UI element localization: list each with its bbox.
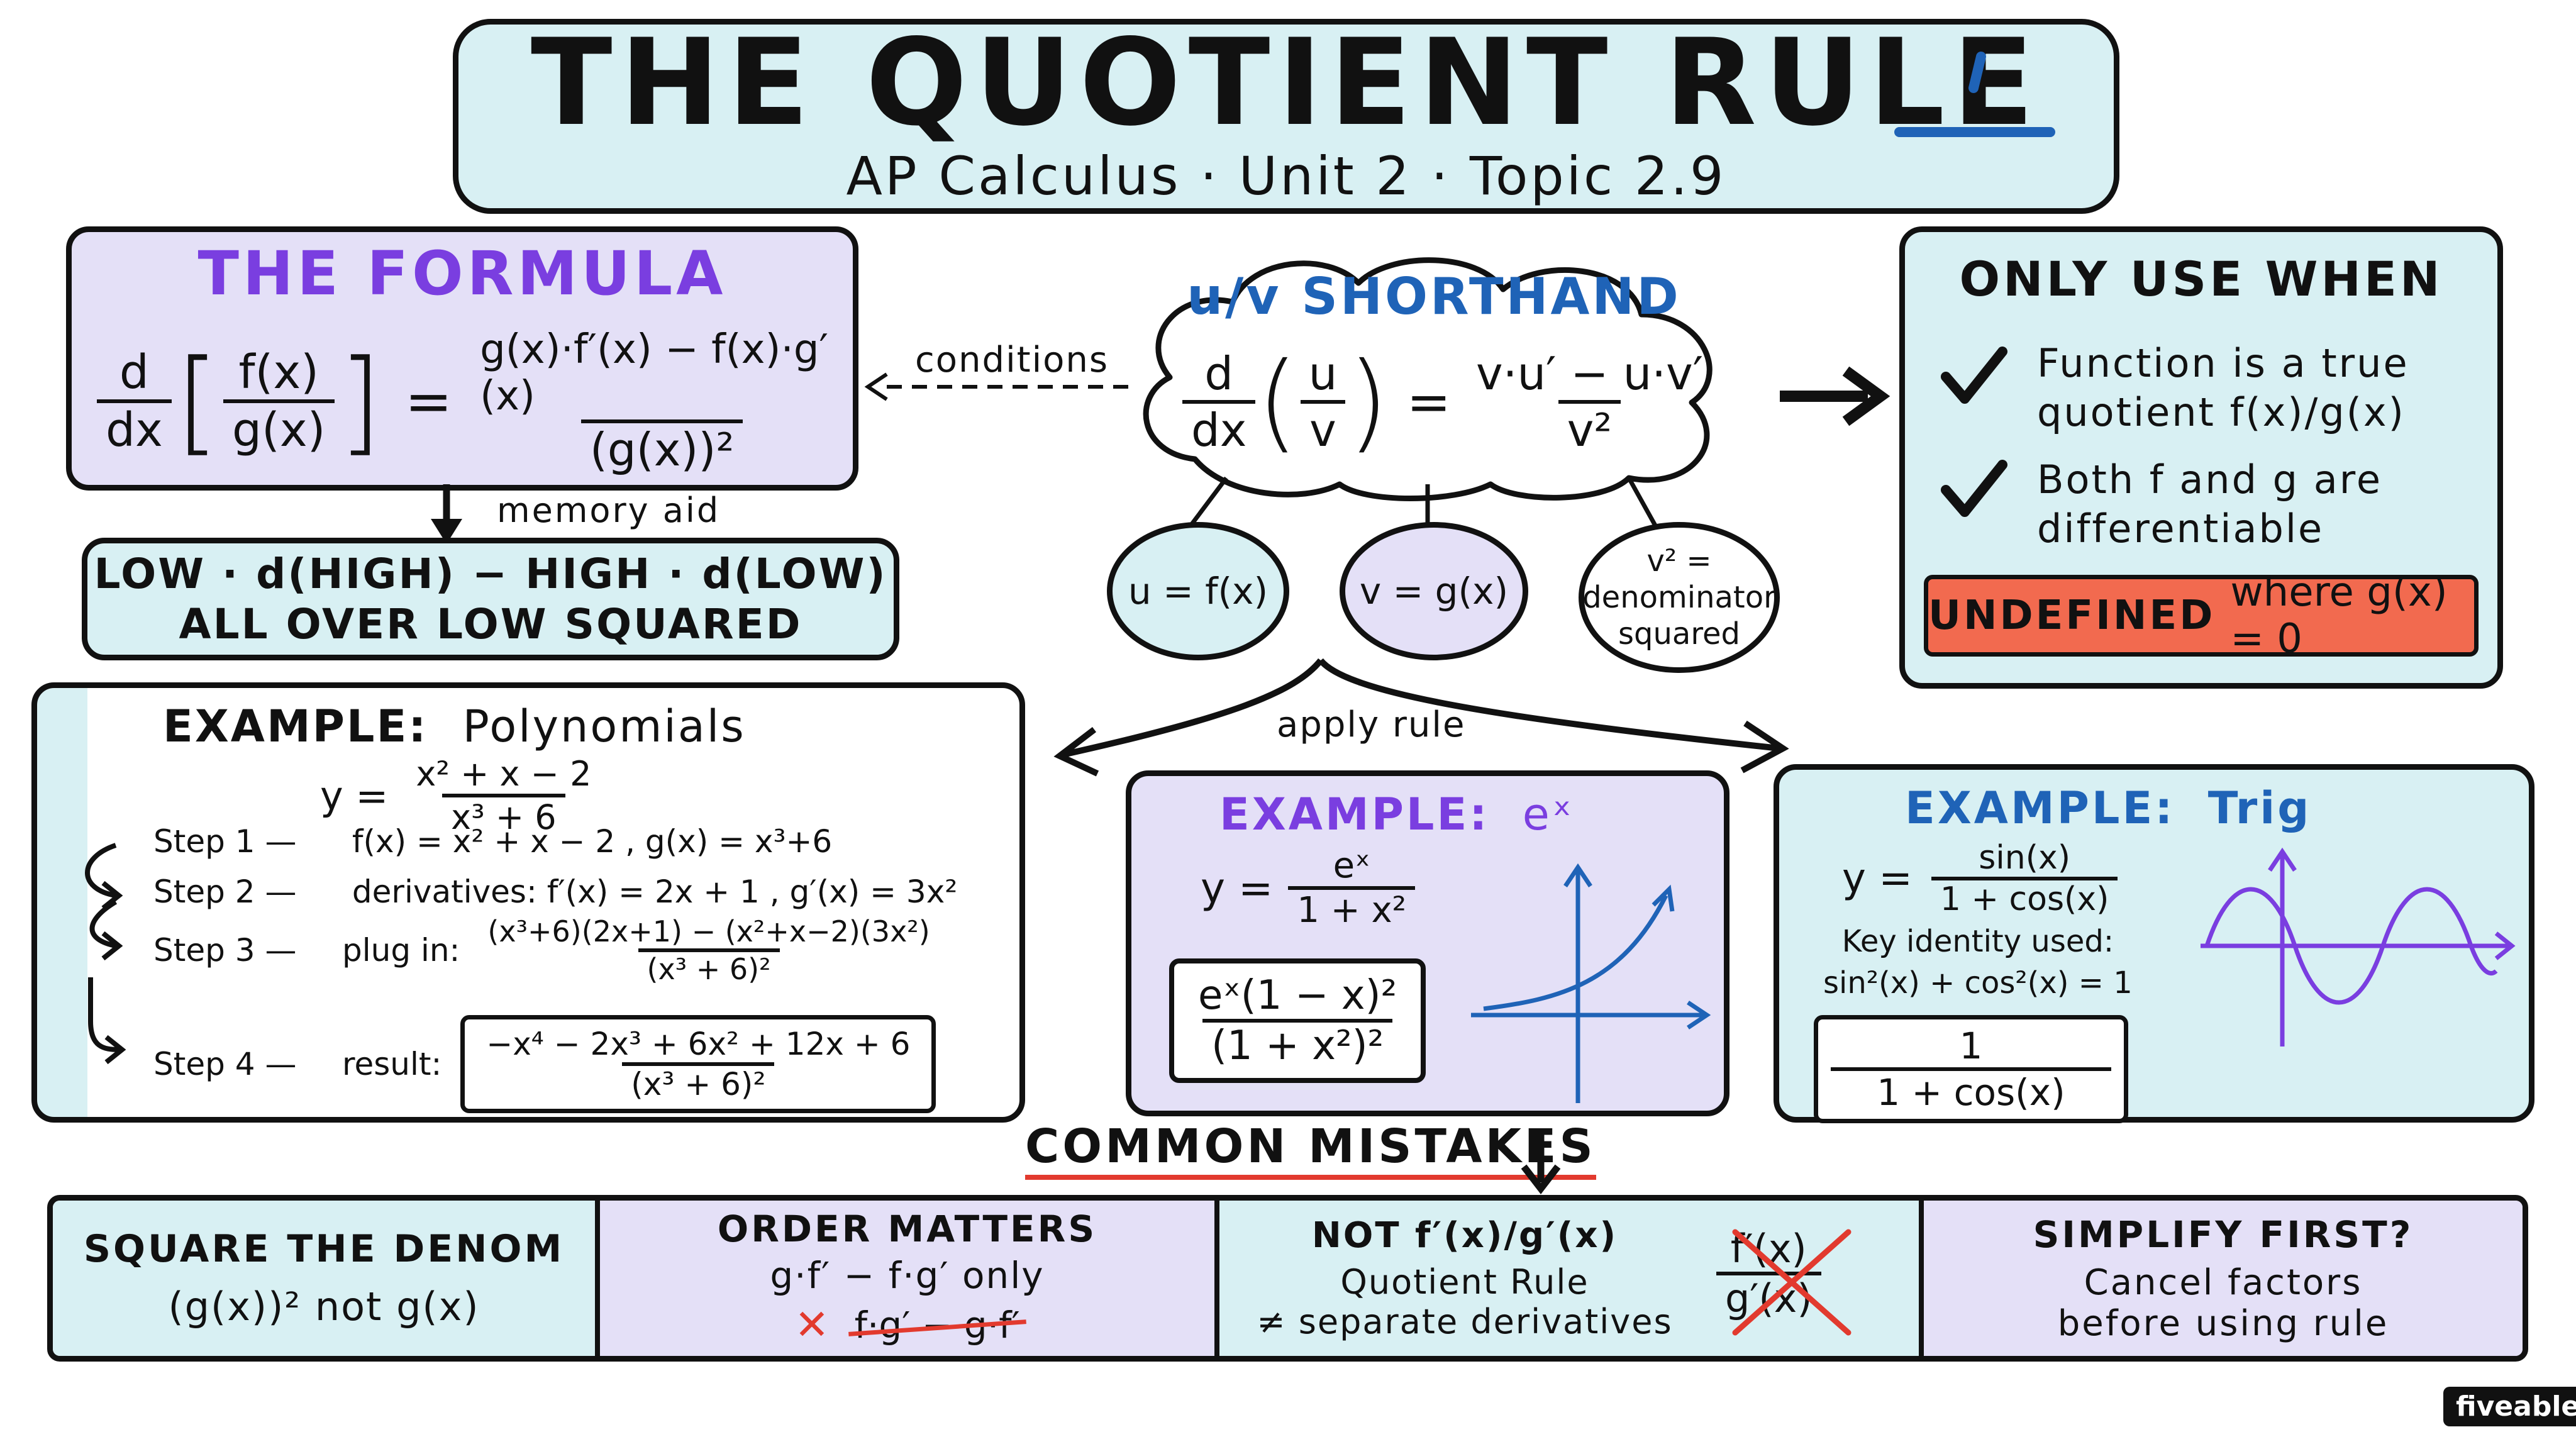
shorthand-formula: d dx ( u v ) = v·u′ − u·v′ v² — [1182, 340, 1712, 464]
mistake-not-separate: NOT f′(x)/g′(x) Quotient Rule ≠ separate… — [1219, 1201, 1924, 1356]
bubble-u: u = f(x) — [1107, 522, 1289, 660]
formula-title: THE FORMULA — [197, 238, 727, 309]
exp-title: EXAMPLE: eˣ — [1219, 789, 1574, 840]
poly-step-2: Step 2 — derivatives: f′(x) = 2x + 1 , g… — [153, 874, 958, 910]
mistake-order-matters: ORDER MATTERS g·f′ − f·g′ only ✕ f·g′ − … — [600, 1201, 1219, 1356]
mistakes-strip: SQUARE THE DENOM (g(x))² not g(x) ORDER … — [47, 1195, 2528, 1362]
bubble-v-squared: v² = denominator squared — [1579, 522, 1780, 673]
header-banner: THE QUOTIENT RULE AP Calculus · Unit 2 ·… — [453, 19, 2119, 214]
bubble-v: v = g(x) — [1340, 522, 1528, 660]
close-paren: ) — [1347, 340, 1389, 464]
poly-function: y = x² + x − 2 x³ + 6 — [320, 754, 592, 837]
wrong-order-expression: f·g′ − g·f′ — [854, 1303, 1020, 1346]
quotient-formula: d dx [ f(x) g(x) ] = g(x)·f′(x) − f(x)·g… — [97, 326, 853, 476]
only-use-title: ONLY USE WHEN — [1959, 251, 2443, 307]
shorthand-rhs: v·u′ − u·v′ v² — [1476, 347, 1704, 457]
only-use-card: ONLY USE WHEN Function is a true quotien… — [1899, 226, 2503, 689]
poly-step-1: Step 1 — f(x) = x² + x − 2 , g(x) = x³+6 — [153, 823, 833, 860]
undefined-warning: UNDEFINED where g(x) = 0 — [1924, 569, 2479, 662]
formula-equals: = — [404, 368, 453, 435]
crossed-out-fraction: f′(x) g′(x) — [1716, 1226, 1821, 1321]
shorthand-cloud — [1143, 257, 1713, 501]
fiveable-logo: fiveable — [2443, 1387, 2576, 1426]
red-cross-icon — [1732, 1229, 1852, 1336]
memory-aid-label: memory aid — [497, 491, 721, 530]
shorthand-d-dx: d dx — [1182, 347, 1256, 457]
trig-identity: Key identity used: sin²(x) + cos²(x) = 1 — [1823, 924, 2133, 1001]
open-paren: ( — [1257, 340, 1299, 464]
shorthand-uv: u v — [1300, 347, 1346, 457]
right-bracket: ] — [338, 335, 382, 467]
right-arrow-icon — [1780, 366, 1890, 426]
shorthand-title: u/v SHORTHAND — [1187, 267, 1681, 326]
check-1-text: Function is a true quotient f(x)/g(x) — [2037, 340, 2409, 435]
poly-step-3: Step 3 — plug in: (x³+6)(2x+1) − (x²+x−2… — [153, 914, 930, 986]
sine-wave-graph-icon — [2201, 847, 2516, 1046]
conditions-arrow — [864, 372, 1132, 401]
formula-rhs-fraction: g(x)·f′(x) − f(x)·g′(x) (g(x))² — [480, 326, 828, 476]
apply-rule-label: apply rule — [1277, 704, 1466, 745]
apply-rule-arrows — [1053, 658, 1789, 777]
polynomial-example-card: EXAMPLE: Polynomials y = x² + x − 2 x³ +… — [31, 682, 1025, 1123]
check-2-text: Both f and g are differentiable — [2037, 457, 2382, 552]
left-bracket: [ — [175, 335, 219, 467]
mnemonic-line-1: LOW · d(HIGH) − HIGH · d(LOW) — [94, 549, 887, 598]
mnemonic-line-2: ALL OVER LOW SQUARED — [179, 599, 802, 648]
mistake-square-denom: SQUARE THE DENOM (g(x))² not g(x) — [53, 1201, 600, 1356]
shorthand-equals: = — [1406, 371, 1451, 433]
conditions-label: conditions — [915, 340, 1109, 380]
poly-result-box: −x⁴ − 2x³ + 6x² + 12x + 6 (x³ + 6)² — [460, 1015, 936, 1113]
exp-result-box: eˣ(1 − x)² (1 + x²)² — [1169, 958, 1426, 1083]
trig-example-card: EXAMPLE: Trig y = sin(x) 1 + cos(x) Key … — [1774, 764, 2534, 1123]
mistake-simplify-first: SIMPLIFY FIRST? Cancel factors before us… — [1924, 1201, 2523, 1356]
wrong-x-icon: ✕ — [794, 1301, 830, 1349]
poly-title: EXAMPLE: Polynomials — [163, 701, 746, 752]
step-flow-arrows — [85, 843, 126, 1065]
divide-sign-icon — [1894, 52, 2055, 137]
formula-lhs-fraction: f(x) g(x) — [223, 345, 335, 457]
exponential-graph-icon — [1471, 863, 1711, 1103]
memory-arrow — [431, 484, 462, 544]
exp-example-card: EXAMPLE: eˣ y = eˣ 1 + x² eˣ(1 − x)² (1 … — [1126, 770, 1729, 1116]
formula-d-dx: d dx — [97, 345, 172, 457]
page-title: THE QUOTIENT RULE — [530, 13, 2042, 152]
trig-title: EXAMPLE: Trig — [1905, 782, 2312, 834]
mnemonic-box: LOW · d(HIGH) − HIGH · d(LOW) ALL OVER L… — [82, 538, 899, 660]
poly-step-4: Step 4 — result: −x⁴ − 2x³ + 6x² + 12x +… — [153, 1015, 936, 1113]
trig-function: y = sin(x) 1 + cos(x) — [1842, 839, 2118, 918]
formula-card: THE FORMULA d dx [ f(x) g(x) ] = g(x)·f′… — [66, 226, 858, 491]
trig-result-box: 1 1 + cos(x) — [1814, 1015, 2128, 1123]
exp-function: y = eˣ 1 + x² — [1201, 845, 1416, 931]
common-mistakes-title: COMMON MISTAKES — [1025, 1119, 1596, 1180]
check-icon — [1941, 347, 2007, 404]
page-subtitle: AP Calculus · Unit 2 · Topic 2.9 — [846, 145, 1726, 207]
down-arrow-icon — [1521, 1132, 1561, 1195]
check-icon — [1941, 460, 2007, 517]
